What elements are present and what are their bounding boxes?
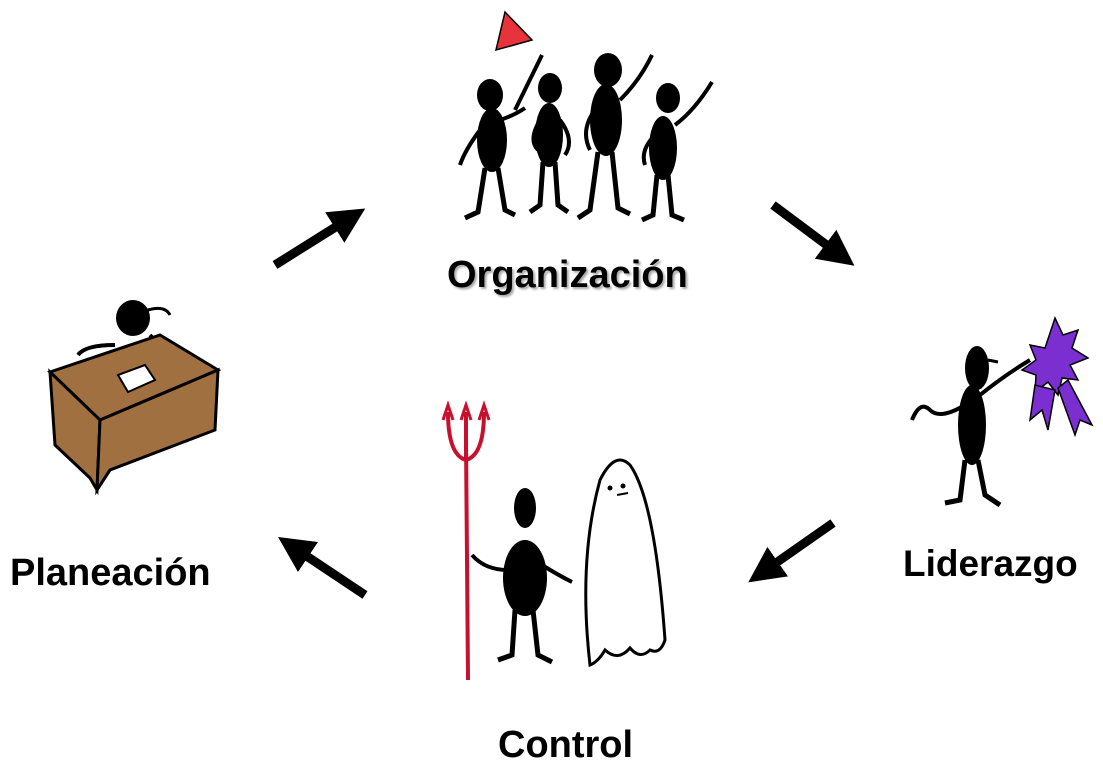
node-label-liderazgo: Liderazgo — [903, 543, 1078, 584]
group-of-people-with-flag-icon — [458, 10, 714, 223]
arrow-liderazgo-to-control — [748, 519, 836, 583]
ghost-icon — [584, 458, 667, 668]
node-label-planeacion: Planeación — [10, 552, 211, 594]
node-label-control: Control — [498, 724, 634, 766]
devil-and-ghost-icon — [441, 400, 667, 681]
cycle-arrows — [272, 201, 855, 599]
trident-icon — [441, 400, 491, 681]
award-ribbon-icon — [1020, 315, 1090, 397]
node-label-organizacion: Organización — [447, 254, 688, 296]
arrow-control-to-planeacion — [278, 537, 368, 599]
person-at-desk-icon — [47, 300, 222, 496]
flag-icon — [494, 10, 534, 52]
arrow-organizacion-to-liderazgo — [770, 201, 855, 266]
leader-with-award-ribbon-icon — [910, 315, 1094, 508]
arrow-planeacion-to-organizacion — [272, 208, 366, 269]
